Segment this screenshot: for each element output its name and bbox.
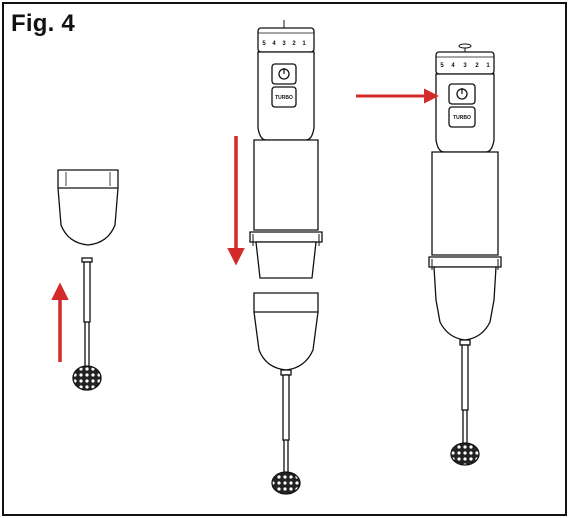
coupling-ring <box>428 256 502 268</box>
turbo-label: TURBO <box>453 115 471 121</box>
right-assembled-frother <box>428 43 502 466</box>
whisk-head-attached <box>433 266 497 341</box>
turbo-button <box>271 86 297 108</box>
whisk-coil <box>271 471 301 495</box>
turbo-button <box>448 106 476 128</box>
dial-digit: 4 <box>272 41 276 47</box>
dial-digit: 3 <box>463 63 467 69</box>
whisk-coil <box>72 365 102 391</box>
whisk-head-cup <box>57 169 119 246</box>
dial-digit: 5 <box>440 63 444 69</box>
dial-digit: 1 <box>486 63 490 69</box>
speed-dial <box>257 27 315 53</box>
dial-digit: 3 <box>282 41 286 47</box>
dial-digit: 5 <box>262 41 266 47</box>
whisk-head-cup <box>253 292 319 371</box>
whisk-shaft <box>83 261 91 323</box>
motor-body <box>253 139 319 231</box>
whisk-shaft <box>282 374 290 441</box>
dial-digit: 2 <box>292 41 296 47</box>
coupling-ring <box>249 231 323 243</box>
middle-motor-unit <box>249 20 323 279</box>
dial-digit: 2 <box>475 63 479 69</box>
whisk-coil <box>450 442 480 466</box>
whisk-shaft <box>461 344 469 411</box>
motor-nose <box>255 241 317 279</box>
turbo-label: TURBO <box>275 95 293 101</box>
dial-digit: 1 <box>302 41 306 47</box>
middle-whisk-assembly <box>253 292 319 495</box>
dial-digit: 4 <box>451 63 455 69</box>
figure-label: Fig. 4 <box>11 10 75 37</box>
left-whisk-assembly <box>57 169 119 391</box>
motor-body <box>431 151 499 256</box>
